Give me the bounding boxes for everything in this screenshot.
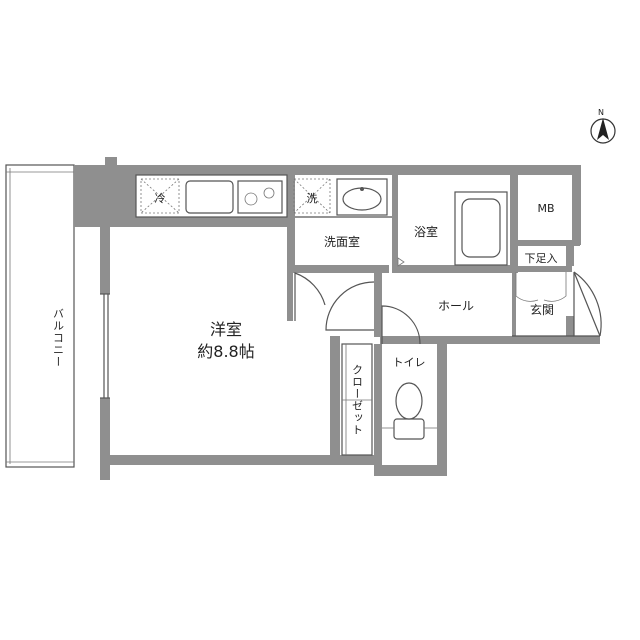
kitchen xyxy=(135,174,288,218)
label-western-room-size: 約8.8帖 xyxy=(197,342,254,361)
label-balcony: バルコニー xyxy=(52,308,65,368)
bathtub xyxy=(454,191,508,266)
compass-north-label: N xyxy=(598,108,604,117)
washroom-fixtures xyxy=(293,178,405,267)
label-mb: MB xyxy=(537,202,554,215)
label-closet: クローゼット xyxy=(351,364,364,436)
label-western-room: 洋室 xyxy=(210,320,242,339)
north-arrow-icon xyxy=(590,118,616,144)
label-toilet: トイレ xyxy=(393,356,426,369)
label-hall: ホール xyxy=(438,299,474,313)
window xyxy=(100,293,110,399)
balcony-area xyxy=(5,164,75,468)
label-bathroom: 浴室 xyxy=(414,224,438,239)
closet-doors xyxy=(341,343,373,456)
label-entrance: 玄関 xyxy=(530,302,554,317)
toilet-fixture xyxy=(382,382,437,440)
label-refrigerator: 冷 xyxy=(155,192,166,205)
label-washroom: 洗面室 xyxy=(324,234,360,249)
label-washer: 洗 xyxy=(307,192,318,205)
doors xyxy=(294,271,602,345)
walls xyxy=(74,157,600,480)
label-shoe-box: 下足入 xyxy=(525,252,558,265)
